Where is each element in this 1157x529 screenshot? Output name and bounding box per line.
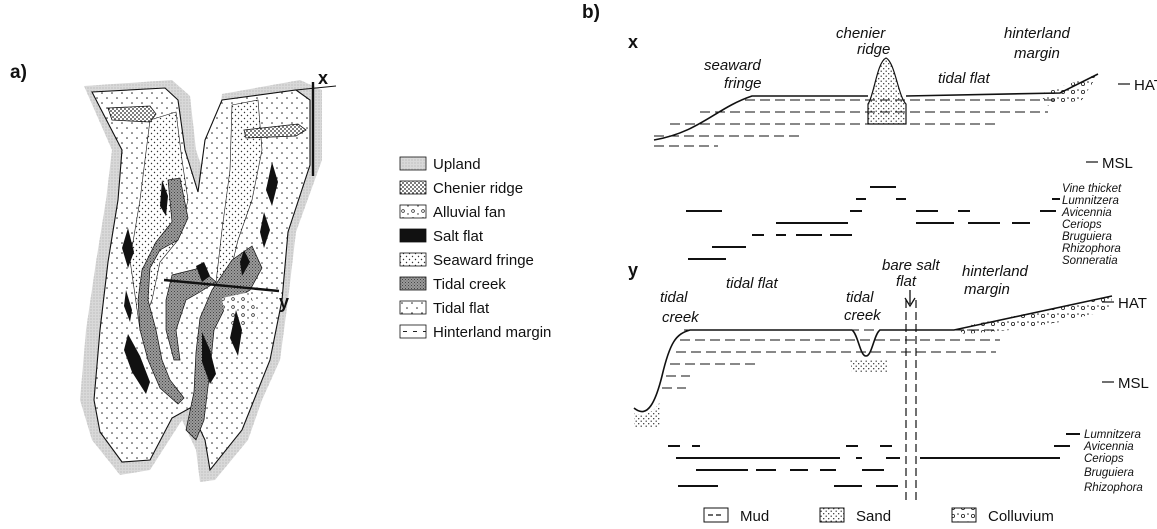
species-y-bruguiera: Bruguiera [1084,467,1134,479]
profile-y-surface [633,295,1113,413]
map-outer-edge [295,85,337,91]
zone-creek-y1: creek [662,309,700,326]
profile-legend: Mud Sand Colluvium [703,507,1054,525]
species-x-vine-thicket: Vine thicket [1062,183,1122,195]
species-x-rhizophora: Rhizophora [1062,243,1121,255]
legend-swatch-creek [399,276,427,291]
zone-ridge: ridge [857,41,890,58]
legend-swatch-colluvium [951,507,977,523]
legend-label-upland: Upland [433,156,481,173]
profile-x-surface [653,73,1099,141]
map-alluvial-fan [222,292,258,330]
profile-y-salt-flat-boundary [905,300,917,500]
profile-y-msl-label: MSL [1118,375,1149,392]
map [80,80,337,482]
panel-b-label: b) [582,2,600,23]
map-salt-flats [122,162,278,394]
zone-hinterland-x: hinterland [1004,25,1071,42]
legend-swatch-upland [399,156,427,171]
legend-swatch-sand [819,507,845,523]
map-legend: Upland Chenier ridge Alluvial fan Salt f… [399,156,551,341]
species-x-avicennia: Avicennia [1061,207,1112,219]
map-tidal-creek-3 [165,267,217,361]
legend-swatch-chenier [399,180,427,195]
species-x-lumnitzera: Lumnitzera [1062,195,1119,207]
profile-y-arrow-head [904,297,916,308]
legend-label-alluvial: Alluvial fan [433,204,506,221]
legend-swatch-salt [399,228,427,243]
legend-label-chenier: Chenier ridge [433,180,523,197]
species-x-ceriops: Ceriops [1062,219,1102,231]
legend-label-tidal: Tidal flat [433,300,490,317]
species-y-lumnitzera: Lumnitzera [1084,429,1141,441]
species-x-bruguiera: Bruguiera [1062,231,1112,243]
profile-x-msl-label: MSL [1102,155,1133,172]
zone-bare-salt: bare salt [882,257,940,274]
map-chenier-ridge-2 [243,123,307,139]
panel-a-label: a) [10,62,27,83]
section-x-label: x [318,68,328,88]
legend-label-sand: Sand [856,508,891,525]
profile-y-sand-creek [850,360,888,372]
species-y-avicennia: Avicennia [1083,441,1134,453]
zone-chenier: chenier [836,25,886,42]
map-tidal-creek [137,177,189,405]
legend-swatch-tidal [399,300,427,315]
legend-swatch-alluvial [399,204,427,219]
profile-y-label: y [628,260,638,280]
zone-tidal-y2: tidal [846,289,874,306]
species-y-rhizophora: Rhizophora [1084,482,1143,494]
zone-margin-x: margin [1014,45,1060,62]
section-line-y [163,278,280,293]
zone-seaward: seaward [704,57,761,74]
species-y-ceriops: Ceriops [1084,453,1124,465]
legend-label-seaward: Seaward fringe [433,252,534,269]
profile-y-sand-toe [634,402,660,428]
legend-label-colluvium: Colluvium [988,508,1054,525]
legend-label-creek: Tidal creek [433,276,506,293]
profile-y-cross-section [633,290,1113,500]
zone-flat-y: flat [896,273,917,290]
species-x-sonneratia: Sonneratia [1062,255,1118,267]
profile-y-hat-label: HAT [1118,295,1147,312]
legend-swatch-seaward [399,252,427,267]
profile-y-colluvium [956,296,1112,334]
zone-margin-y: margin [964,281,1010,298]
profile-x-hat-label: HAT [1134,77,1157,94]
zone-fringe: fringe [724,75,762,92]
zone-hinterland-y: hinterland [962,263,1029,280]
profile-x-species-ranges [686,186,1060,260]
legend-swatch-hinterland [399,324,427,339]
profile-x-label: x [628,32,638,52]
profile-y-species-ranges [668,433,1080,487]
section-y-label: y [279,292,289,312]
map-chenier-ridge [107,105,157,123]
legend-label-hinterland: Hinterland margin [433,324,551,341]
legend-label-mud: Mud [740,508,769,525]
profile-x-mud-layers [654,99,1060,147]
legend-label-salt: Salt flat [433,228,484,245]
profile-y-mud-layers [662,329,1000,389]
zone-tidal-flat-x: tidal flat [938,70,991,87]
profile-x-chenier-mound [867,57,907,125]
zone-tidal-flat-y: tidal flat [726,275,779,292]
profile-x-cross-section [653,57,1099,147]
zone-creek-y2: creek [844,307,882,324]
zone-tidal-y1: tidal [660,289,688,306]
